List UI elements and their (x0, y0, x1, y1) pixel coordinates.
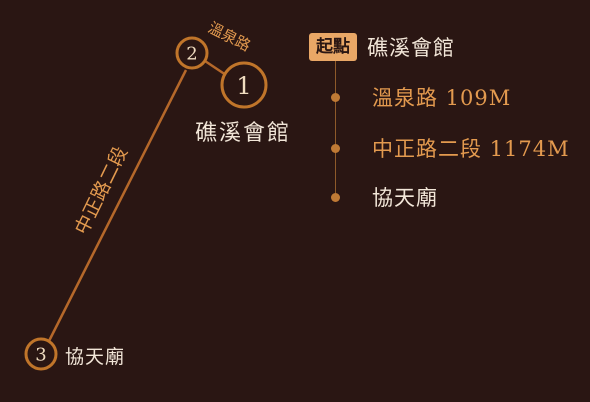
legend-connector-line (335, 60, 336, 198)
legend-item-text: 溫泉路 109M (372, 86, 512, 110)
legend-dot (331, 144, 340, 153)
start-badge: 起點 (309, 33, 357, 61)
map-node-3: 3 (24, 337, 58, 371)
legend-item-start: 起點 礁溪會館 (309, 30, 455, 64)
route-segment-onsen-road (204, 59, 227, 77)
road-label-zhongzheng: 中正路二段 (71, 143, 132, 238)
map-node-2: 2 (175, 36, 209, 70)
legend-dot (331, 93, 340, 102)
legend-item-text: 中正路二段 1174M (372, 137, 570, 161)
legend-item-text: 協天廟 (372, 186, 438, 210)
place-label-temple: 協天廟 (65, 346, 125, 368)
legend-item-zhongzheng: 中正路二段 1174M (372, 131, 570, 165)
place-label-hotel: 礁溪會館 (195, 121, 291, 146)
map-node-3-number: 3 (35, 345, 46, 366)
legend-item-text: 礁溪會館 (367, 36, 455, 60)
route-segment-zhongzheng-road (46, 69, 188, 344)
legend-dot (331, 193, 340, 202)
map-node-1: 1 (220, 61, 268, 109)
map-node-1-number: 1 (236, 72, 251, 100)
map-node-2-number: 2 (186, 44, 197, 65)
legend-item-onsen: 溫泉路 109M (372, 80, 511, 114)
legend-item-temple: 協天廟 (372, 180, 438, 214)
road-label-onsen: 溫泉路 (205, 19, 253, 55)
